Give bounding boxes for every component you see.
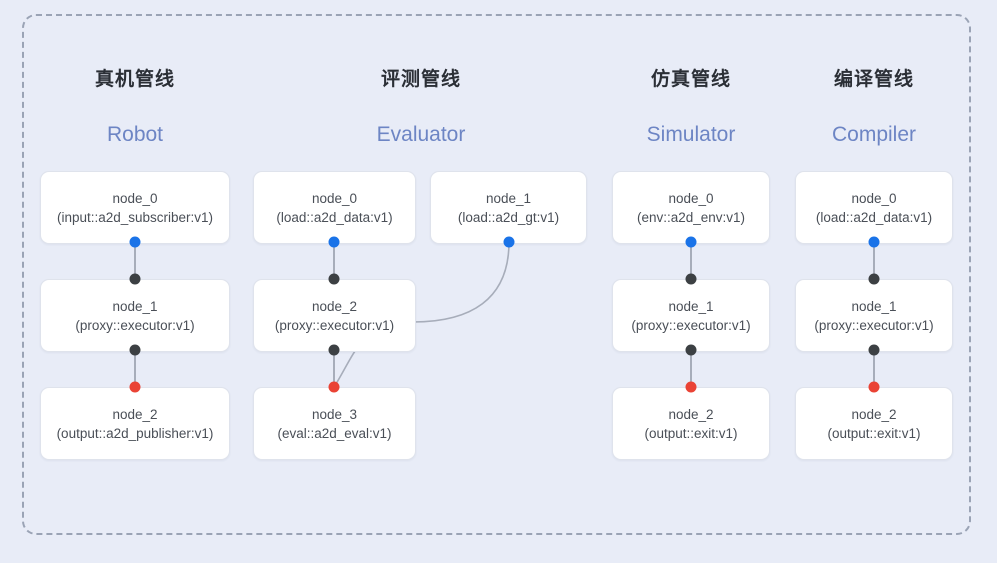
- node-evaluator-2[interactable]: node_2 (proxy::executor:v1): [253, 279, 416, 352]
- node-robot-2[interactable]: node_2 (output::a2d_publisher:v1): [40, 387, 230, 460]
- column-title-en-robot: Robot: [106, 123, 164, 146]
- node-name: node_1: [485, 190, 532, 206]
- node-evaluator-1[interactable]: node_1 (load::a2d_gt:v1): [430, 171, 587, 244]
- port-output-simulator-node1[interactable]: [685, 344, 697, 356]
- node-compiler-1[interactable]: node_1 (proxy::executor:v1): [795, 279, 953, 352]
- port-output-robot-node1[interactable]: [129, 344, 141, 356]
- node-name: node_0: [112, 190, 158, 206]
- node-compiler-0[interactable]: node_0 (load::a2d_data:v1): [795, 171, 953, 244]
- node-name: node_2: [311, 298, 358, 314]
- node-evaluator-3[interactable]: node_3 (eval::a2d_eval:v1): [253, 387, 416, 460]
- node-spec: (load::a2d_data:v1): [276, 209, 393, 225]
- port-input-simulator-node1[interactable]: [685, 273, 697, 285]
- node-name: node_2: [668, 406, 714, 422]
- column-title-cn-robot: 真机管线: [94, 69, 175, 90]
- edge-simulator-1-2: [690, 350, 692, 387]
- port-input-robot-node2[interactable]: [129, 381, 141, 393]
- node-name: node_3: [311, 406, 358, 422]
- node-robot-1[interactable]: node_1 (proxy::executor:v1): [40, 279, 230, 352]
- edge-compiler-0-1: [873, 242, 875, 278]
- node-simulator-1[interactable]: node_1 (proxy::executor:v1): [612, 279, 770, 352]
- node-spec: (output::exit:v1): [827, 425, 921, 441]
- port-output-evaluator-node0[interactable]: [328, 236, 340, 248]
- port-input-compiler-node1[interactable]: [868, 273, 880, 285]
- node-spec: (env::a2d_env:v1): [636, 209, 746, 225]
- edge-robot-0-1: [134, 242, 136, 278]
- diagram-dashed-frame: [22, 14, 971, 535]
- edge-evaluator-0-2: [333, 242, 335, 278]
- node-spec: (output::exit:v1): [644, 425, 738, 441]
- node-spec: (proxy::executor:v1): [75, 317, 195, 333]
- node-spec: (proxy::executor:v1): [814, 317, 934, 333]
- port-input-compiler-node2[interactable]: [868, 381, 880, 393]
- port-output-compiler-node1[interactable]: [868, 344, 880, 356]
- port-output-compiler-node0[interactable]: [868, 236, 880, 248]
- port-output-evaluator-node2[interactable]: [328, 344, 340, 356]
- column-title-cn-compiler: 编译管线: [833, 69, 914, 90]
- edge-compiler-1-2: [873, 350, 875, 387]
- node-simulator-2[interactable]: node_2 (output::exit:v1): [612, 387, 770, 460]
- node-compiler-2[interactable]: node_2 (output::exit:v1): [795, 387, 953, 460]
- node-name: node_1: [668, 298, 714, 314]
- column-title-en-evaluator: Evaluator: [376, 123, 466, 146]
- port-output-simulator-node0[interactable]: [685, 236, 697, 248]
- node-simulator-0[interactable]: node_0 (env::a2d_env:v1): [612, 171, 770, 244]
- column-title-cn-evaluator: 评测管线: [380, 69, 461, 90]
- node-name: node_0: [311, 190, 358, 206]
- column-title-en-compiler: Compiler: [831, 123, 917, 146]
- port-input-evaluator-node2[interactable]: [328, 273, 340, 285]
- port-input-robot-node1[interactable]: [129, 273, 141, 285]
- node-name: node_1: [851, 298, 897, 314]
- node-spec: (load::a2d_data:v1): [815, 209, 933, 225]
- node-spec: (output::a2d_publisher:v1): [56, 425, 214, 441]
- port-input-simulator-node2[interactable]: [685, 381, 697, 393]
- port-output-robot-node0[interactable]: [129, 236, 141, 248]
- edge-robot-1-2: [134, 350, 136, 387]
- node-evaluator-0[interactable]: node_0 (load::a2d_data:v1): [253, 171, 416, 244]
- node-name: node_2: [851, 406, 897, 422]
- port-output-evaluator-node1[interactable]: [503, 236, 515, 248]
- node-robot-0[interactable]: node_0 (input::a2d_subscriber:v1): [40, 171, 230, 244]
- node-spec: (eval::a2d_eval:v1): [277, 425, 392, 441]
- node-spec: (proxy::executor:v1): [631, 317, 751, 333]
- node-name: node_1: [112, 298, 158, 314]
- column-title-en-simulator: Simulator: [646, 123, 736, 146]
- node-spec: (load::a2d_gt:v1): [457, 209, 560, 225]
- column-title-cn-simulator: 仿真管线: [650, 69, 731, 90]
- node-spec: (input::a2d_subscriber:v1): [56, 209, 214, 225]
- port-input-evaluator-node3[interactable]: [328, 381, 340, 393]
- node-name: node_0: [668, 190, 714, 206]
- node-name: node_0: [851, 190, 897, 206]
- node-name: node_2: [112, 406, 158, 422]
- edge-simulator-0-1: [690, 242, 692, 278]
- node-spec: (proxy::executor:v1): [274, 317, 395, 333]
